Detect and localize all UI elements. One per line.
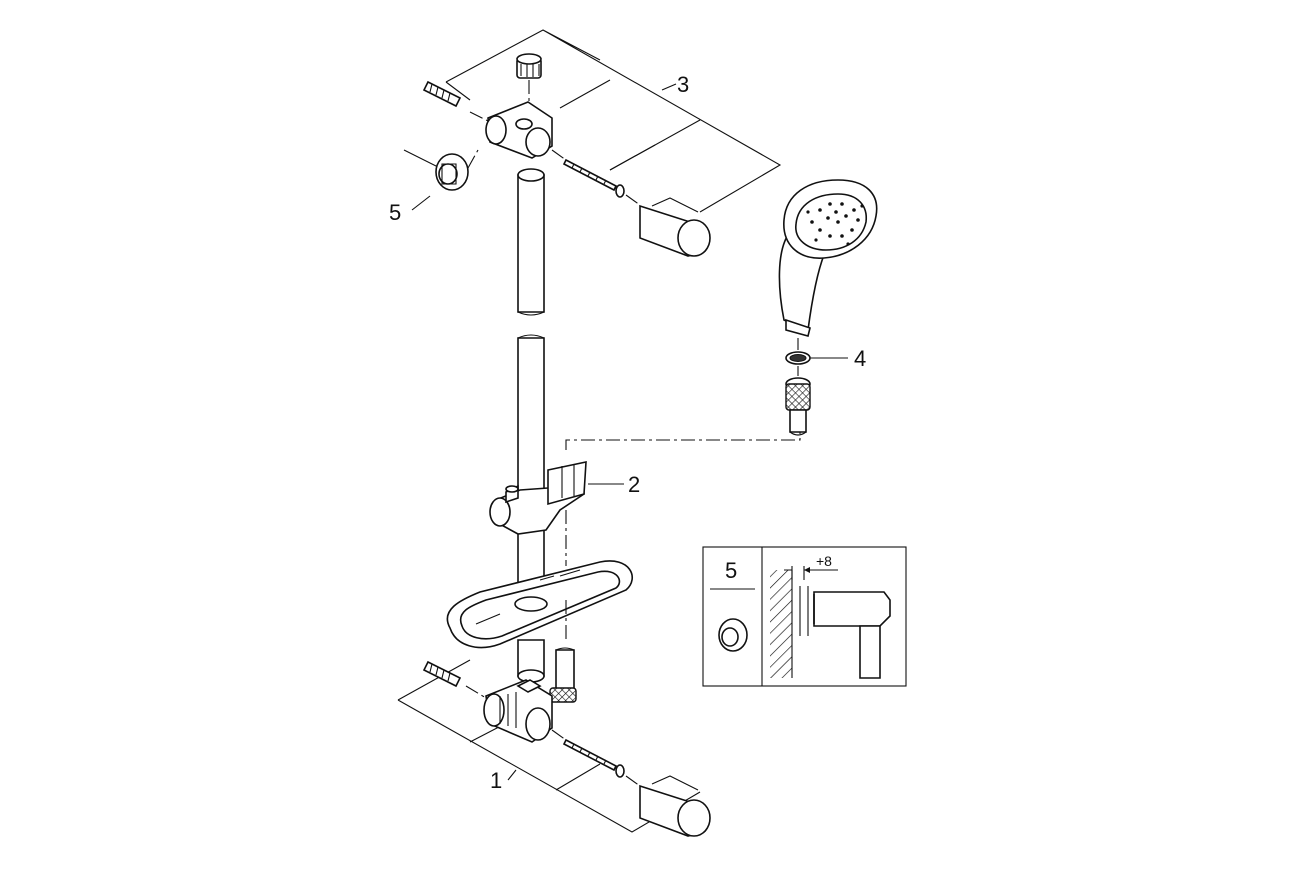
top-rail-holder [485, 101, 553, 159]
callout-part-5: 5 [389, 200, 401, 225]
shower-rail [517, 168, 545, 683]
bottom-cover [639, 775, 711, 837]
hose-fitting-lower [549, 647, 577, 703]
hose-connector [785, 377, 811, 436]
bracket-outline-top [445, 29, 782, 213]
callout-leaders [411, 83, 848, 781]
rosette-top [403, 149, 469, 191]
top-bracket-group [403, 29, 782, 257]
wall-plug-bottom [422, 660, 462, 688]
seal-washer [785, 351, 811, 365]
top-cap [516, 53, 542, 79]
wall-plug-top [422, 80, 462, 108]
callout-part-1: 1 [490, 768, 502, 793]
screw-top [551, 149, 641, 206]
inset-rosette [718, 618, 748, 652]
inset-detail: 5 +8 [702, 546, 907, 687]
bottom-bracket-group [397, 659, 711, 837]
slider [489, 420, 801, 566]
callout-part-2: 2 [628, 472, 640, 497]
soap-dish [446, 560, 633, 649]
hand-shower [778, 179, 878, 350]
inset-part-label: 5 [725, 558, 737, 583]
top-cover [639, 197, 711, 257]
inset-dimension: +8 [816, 553, 832, 569]
screw-bottom [551, 729, 641, 787]
callout-part-4: 4 [854, 346, 866, 371]
callout-part-3: 3 [677, 72, 689, 97]
bottom-rail-holder [483, 679, 553, 743]
